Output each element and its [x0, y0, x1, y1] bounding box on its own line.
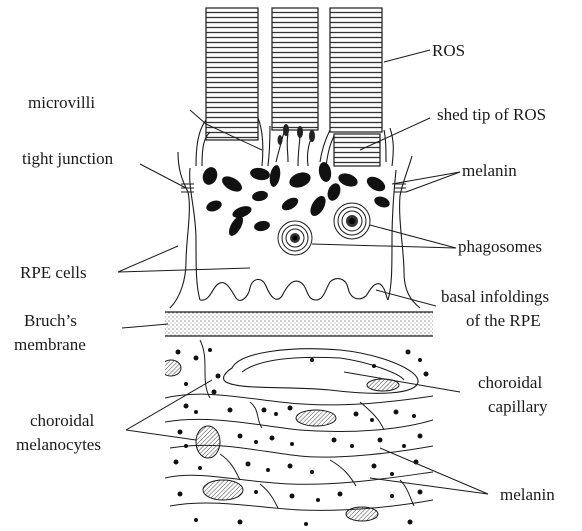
label-melanin-top: melanin	[462, 161, 517, 180]
label-basal-infoldings-1: basal infoldings	[441, 287, 549, 306]
phagosomes	[278, 203, 370, 255]
label-ros: ROS	[432, 41, 465, 60]
label-melanin-bottom: melanin	[500, 485, 555, 504]
label-shed-tip: shed tip of ROS	[437, 105, 546, 124]
label-choroidal-capillary-1: choroidal	[478, 373, 542, 392]
label-rpe-cells: RPE cells	[20, 263, 87, 282]
label-phagosomes: phagosomes	[458, 237, 542, 256]
label-bruchs-1: Bruch’s	[24, 311, 77, 330]
label-basal-infoldings-2: of the RPE	[466, 311, 541, 330]
label-choroidal-melanocytes-1: choroidal	[30, 411, 94, 430]
label-choroidal-melanocytes-2: melanocytes	[16, 435, 101, 454]
rod-outer-segments	[206, 8, 382, 166]
label-choroidal-capillary-2: capillary	[488, 397, 548, 416]
bruchs-membrane	[165, 312, 433, 336]
melanin-granules	[200, 161, 391, 238]
label-bruchs-2: membrane	[14, 335, 86, 354]
label-microvilli: microvilli	[28, 93, 95, 112]
choroid	[161, 340, 433, 526]
label-tight-junction: tight junction	[22, 149, 114, 168]
